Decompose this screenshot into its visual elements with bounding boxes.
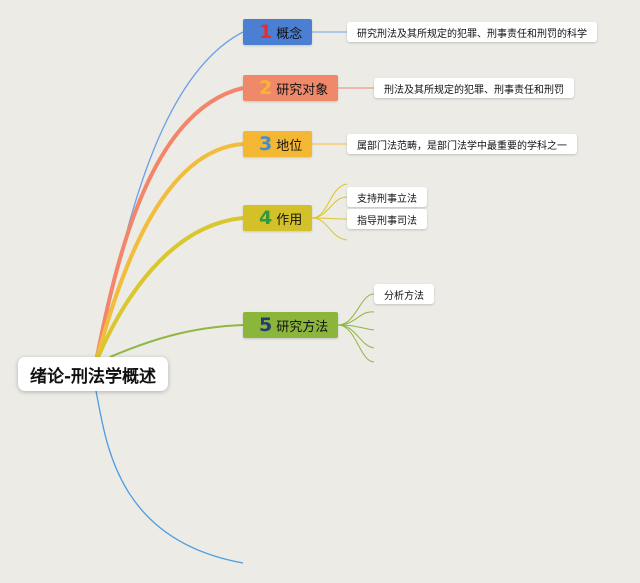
leaf-research-object[interactable]: 刑法及其所规定的犯罪、刑事责任和刑罚 bbox=[374, 78, 574, 98]
branch-number: 1 bbox=[259, 20, 273, 43]
connector-branch-1 bbox=[95, 31, 244, 363]
leaf-guide-justice[interactable]: 指导刑事司法 bbox=[347, 209, 427, 229]
connector-leaves-5 bbox=[337, 293, 375, 363]
branch-number: 5 bbox=[259, 313, 273, 336]
branch-concept[interactable]: 1 概念 bbox=[243, 19, 312, 45]
connector-branch-3 bbox=[94, 142, 244, 363]
leaf-concept-definition[interactable]: 研究刑法及其所规定的犯罪、刑事责任和刑罚的科学 bbox=[347, 22, 597, 42]
leaf-status[interactable]: 属部门法范畴，是部门法学中最重要的学科之一 bbox=[347, 134, 577, 154]
branch-label: 研究方法 bbox=[276, 319, 329, 335]
branch-research-method[interactable]: 5 研究方法 bbox=[243, 312, 338, 338]
branch-label: 概念 bbox=[276, 26, 303, 42]
branch-number: 4 bbox=[259, 206, 273, 229]
branch-label: 作用 bbox=[276, 212, 303, 228]
branch-research-object[interactable]: 2 研究对象 bbox=[243, 75, 338, 101]
branch-label: 研究对象 bbox=[276, 82, 329, 98]
connector-lower-branch bbox=[95, 390, 244, 564]
leaf-support-legislation[interactable]: 支持刑事立法 bbox=[347, 187, 427, 207]
branch-function[interactable]: 4 作用 bbox=[243, 205, 312, 231]
branch-number: 2 bbox=[259, 76, 273, 99]
central-topic[interactable]: 绪论-刑法学概述 bbox=[18, 357, 168, 391]
connector-leaves-4 bbox=[311, 183, 348, 241]
branch-label: 地位 bbox=[276, 138, 303, 154]
connector-branch-4 bbox=[94, 216, 244, 363]
connector-branch-2 bbox=[94, 86, 244, 363]
connector-branch-5 bbox=[109, 324, 244, 358]
branch-number: 3 bbox=[259, 132, 273, 155]
leaf-analysis-method[interactable]: 分析方法 bbox=[374, 284, 434, 304]
branch-status[interactable]: 3 地位 bbox=[243, 131, 312, 157]
